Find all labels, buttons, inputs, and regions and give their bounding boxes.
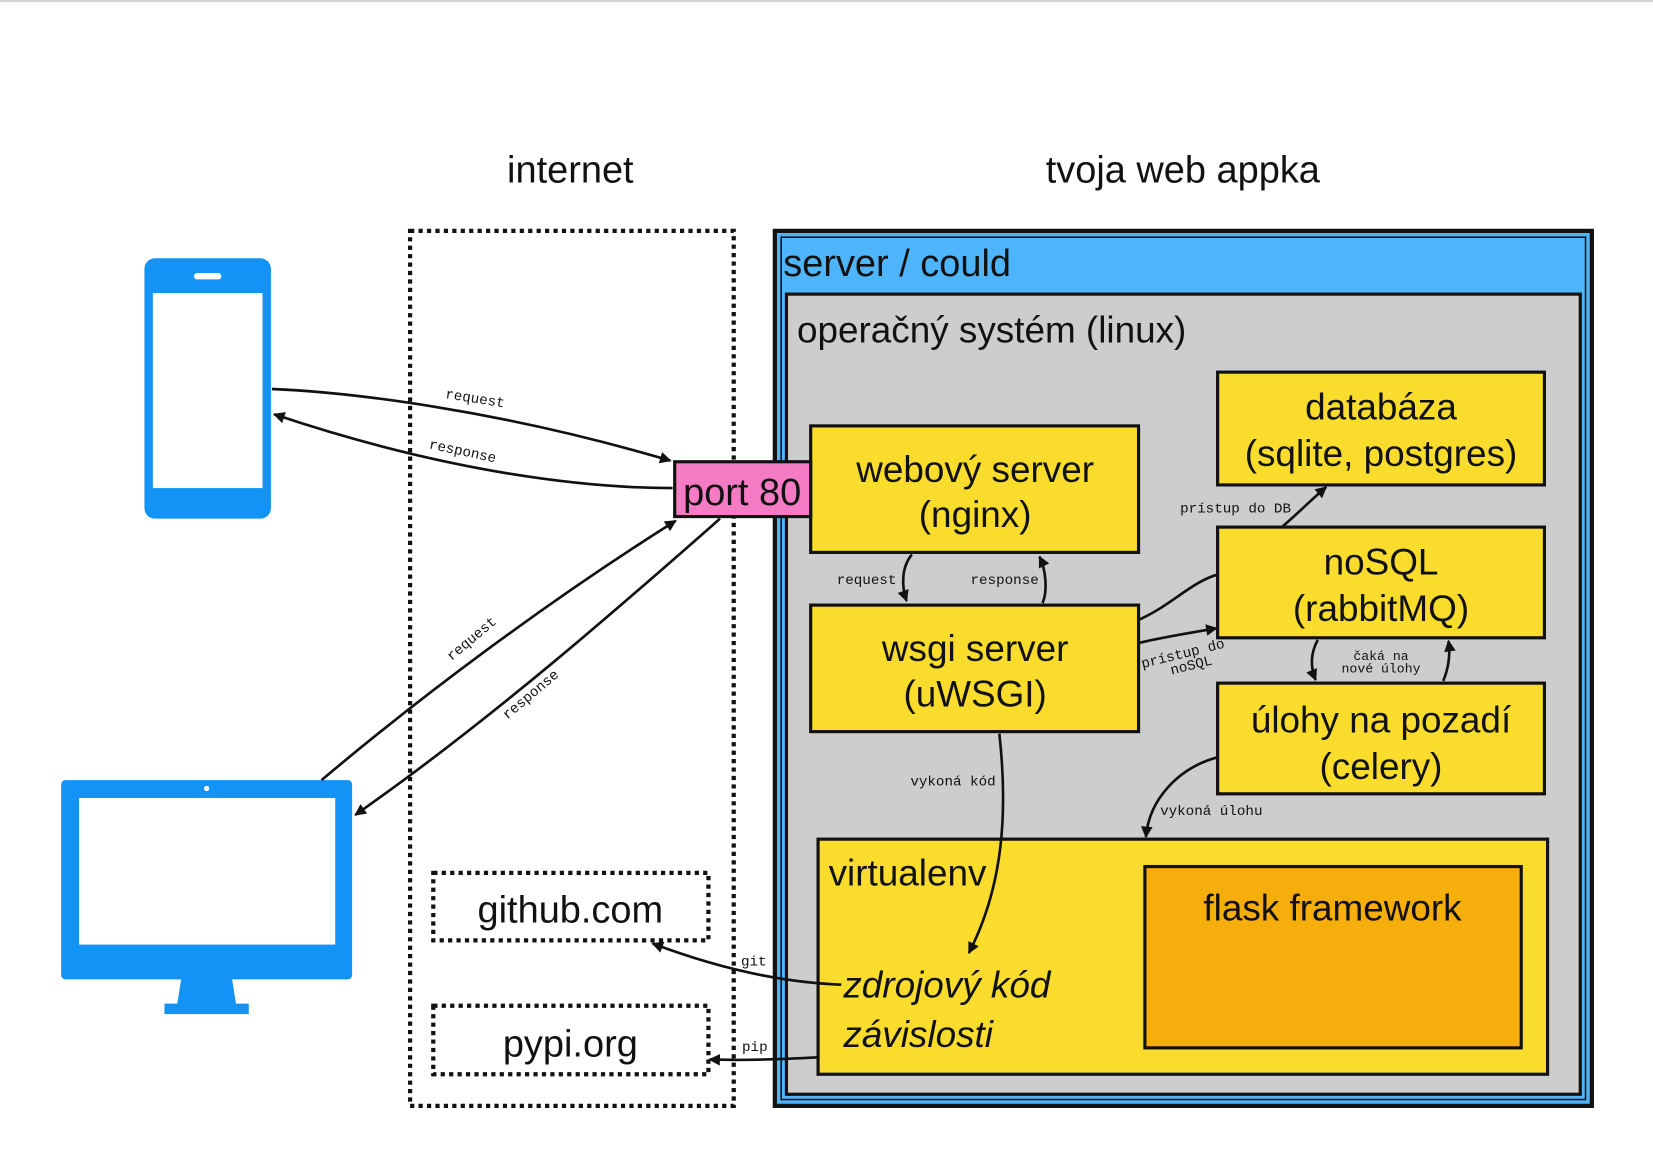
edge-desktop-request: request [320,519,677,782]
edge-label-nosql-celery-line-2: nové úlohy [1342,662,1421,677]
edge-phone-response: response [272,412,673,490]
edge-label-nginx-to-wsgi: request [837,573,897,589]
flask-framework-label: flask framework [1203,887,1462,928]
edge-label-pip: pip [742,1040,768,1056]
flask-framework-box: flask framework [1143,864,1523,1050]
celery-label-line-1: úlohy na pozadí [1251,700,1512,741]
source-code-label: zdrojový kód [842,964,1051,1005]
edge-label-celery-to-virtualenv: vykoná úlohu [1160,804,1262,820]
edge-label-nosql-celery-line-1: čaká na [1353,649,1408,664]
desktop-monitor-icon [61,780,353,1015]
edge-celery-to-virtualenv: vykoná úlohu [1141,755,1262,839]
smartphone-icon [144,258,271,519]
celery-box: úlohy na pozadí (celery) [1216,681,1546,796]
edge-label-git: git [741,955,767,971]
port-80-box: port 80 [673,460,813,519]
github-label: github.com [478,889,664,931]
database-label-line-2: (sqlite, postgres) [1245,433,1518,474]
wsgi-label-line-1: wsgi server [881,628,1068,669]
pypi-box: pypi.org [431,1003,711,1077]
internet-zone [407,228,736,1108]
edge-label-desktop-response: response [500,668,563,724]
edge-pip: pip [708,1040,819,1066]
pypi-label: pypi.org [503,1023,638,1065]
edge-label-wsgi-to-nginx: response [971,573,1039,589]
edge-wsgi-to-virtualenv: vykoná kód [910,733,1005,955]
edge-nginx-to-wsgi: request [837,553,913,602]
edge-label-phone-request: request [444,387,506,412]
database-box: databáza (sqlite, postgres) [1216,370,1546,487]
nosql-box: noSQL (rabbitMQ) [1216,525,1546,640]
nosql-label-line-1: noSQL [1324,542,1439,583]
edge-nosql-to-database: prístup do DB [1180,486,1328,528]
celery-label-line-2: (celery) [1320,746,1443,787]
nginx-label-line-1: webový server [855,449,1094,490]
edge-wsgi-to-nginx: response [971,555,1050,604]
edge-label-wsgi-to-virtualenv: vykoná kód [910,774,995,790]
edge-nosql-celery: čaká na nové úlohy [1306,639,1456,682]
internet-heading: internet [507,149,634,191]
server-label: server / could [783,243,1011,285]
nginx-label-line-2: (nginx) [919,494,1032,535]
top-divider [0,0,1653,3]
nginx-box: webový server (nginx) [809,424,1141,554]
app-heading: tvoja web appka [1046,149,1321,191]
github-box: github.com [431,870,711,943]
edge-git: git [651,941,842,986]
database-label-line-1: databáza [1305,387,1457,428]
os-label: operačný systém (linux) [797,310,1186,351]
port-label: port 80 [683,472,801,514]
virtualenv-label: virtualenv [829,853,987,894]
edge-label-desktop-request: request [444,614,500,665]
dependencies-label: závislosti [842,1014,994,1055]
edge-label-nosql-to-database: prístup do DB [1180,501,1291,517]
wsgi-label-line-2: (uWSGI) [903,673,1046,714]
wsgi-box: wsgi server (uWSGI) [809,603,1141,734]
edge-label-phone-response: response [427,438,497,468]
nosql-label-line-2: (rabbitMQ) [1293,588,1469,629]
